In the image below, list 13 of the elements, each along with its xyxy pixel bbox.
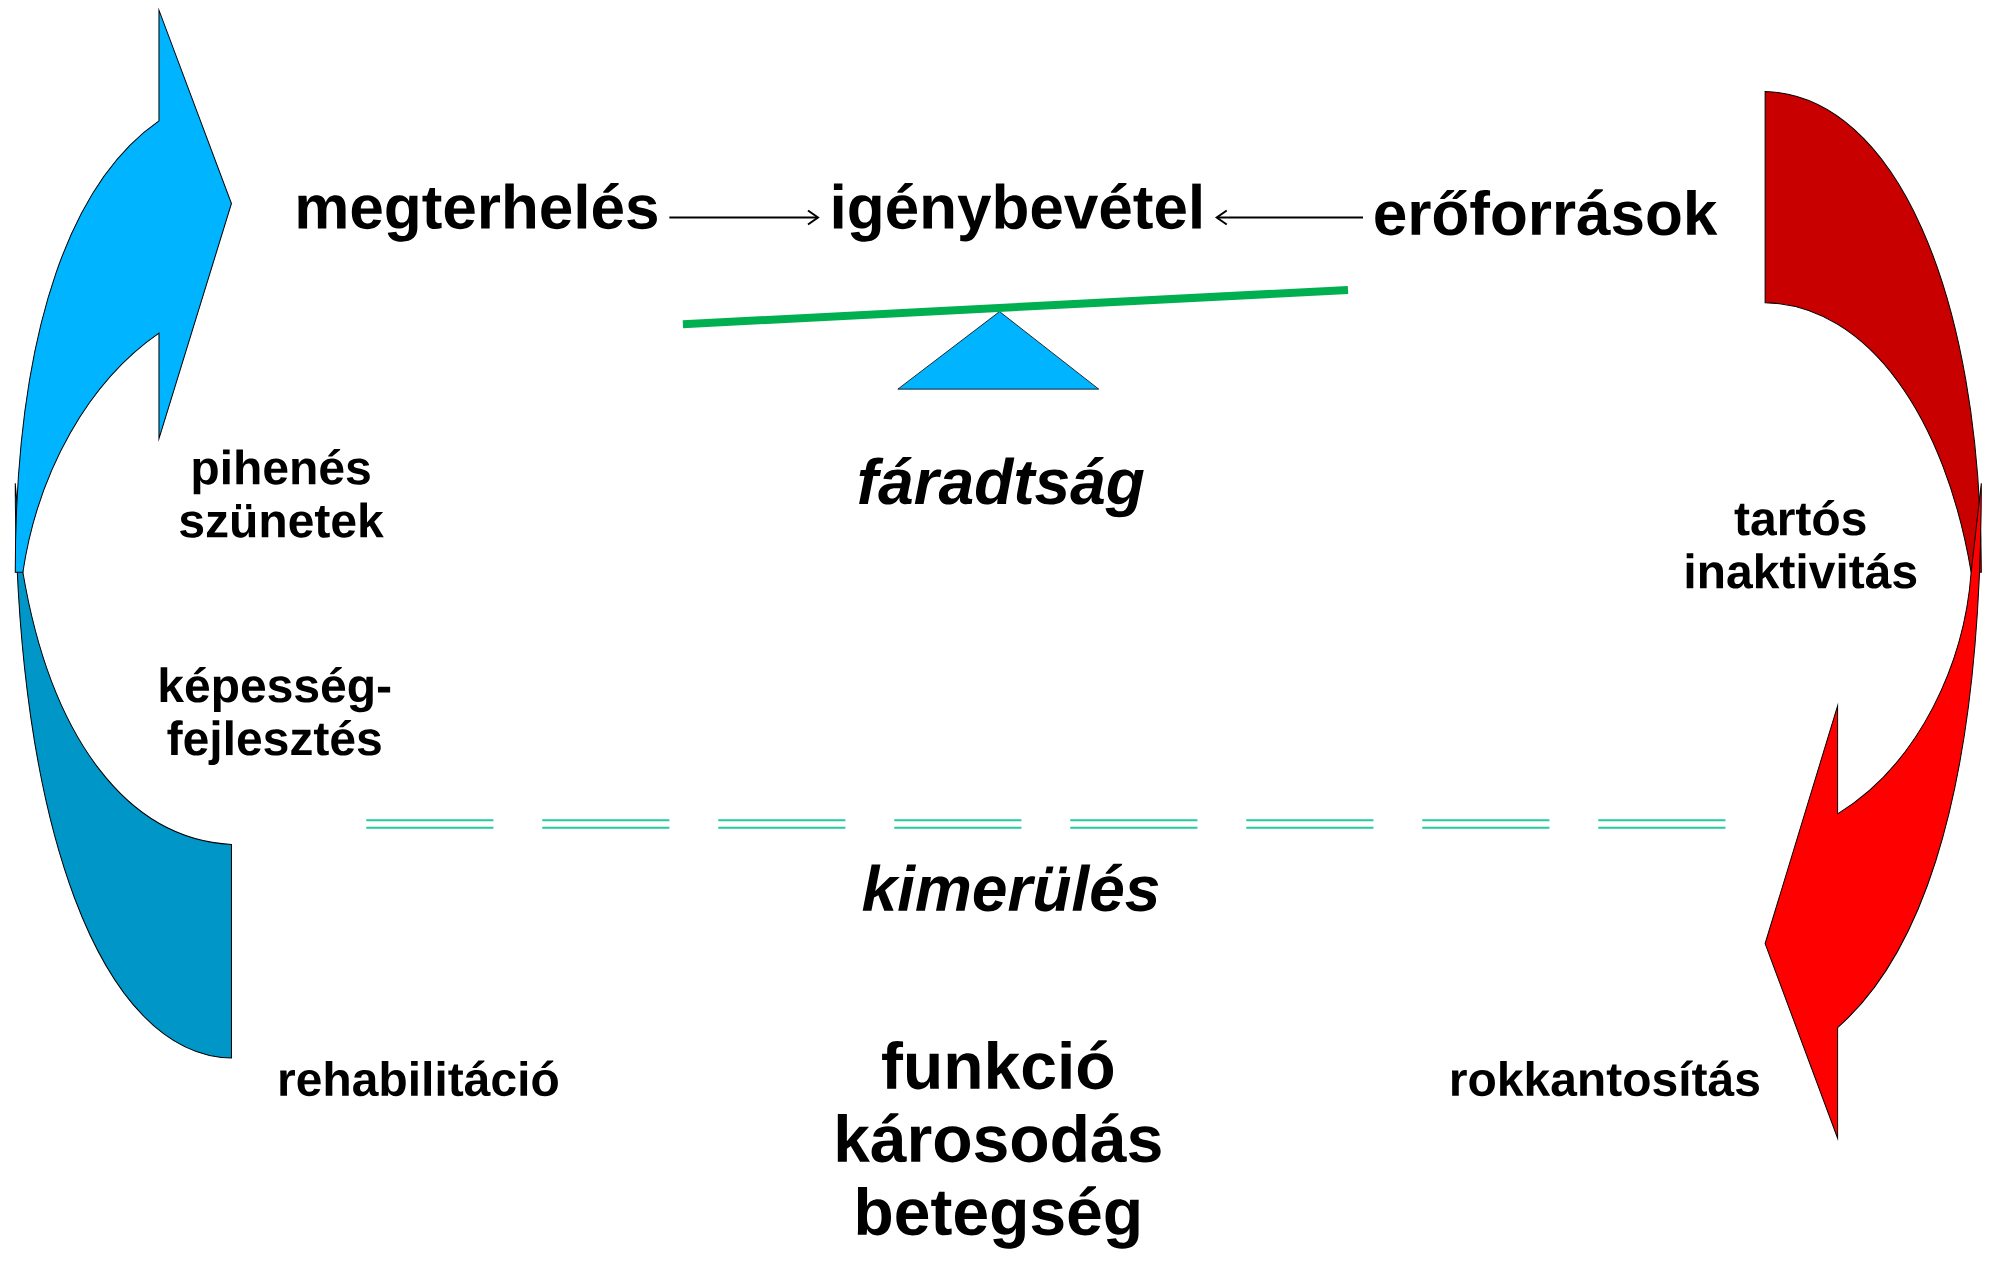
label-text: tartós inaktivitás (1686, 500, 1917, 589)
label-text: rehabilitáció (280, 1060, 558, 1097)
label-text: fáradtság (859, 457, 1144, 518)
term-text: erőforrások (1375, 189, 1718, 236)
label-text: kimerülés (862, 864, 1159, 912)
arrow (668, 209, 820, 226)
arrow (1215, 209, 1364, 226)
label-text: funkció károsodás betegség (837, 1040, 1161, 1249)
term-text: megterhelés (298, 183, 657, 242)
term-text: igénybevétel (833, 183, 1201, 242)
label-text: pihenés szünetek (180, 449, 384, 538)
label-text: rokkantosítás (1452, 1060, 1759, 1097)
label-text: képesség-fejlesztés (160, 667, 391, 766)
